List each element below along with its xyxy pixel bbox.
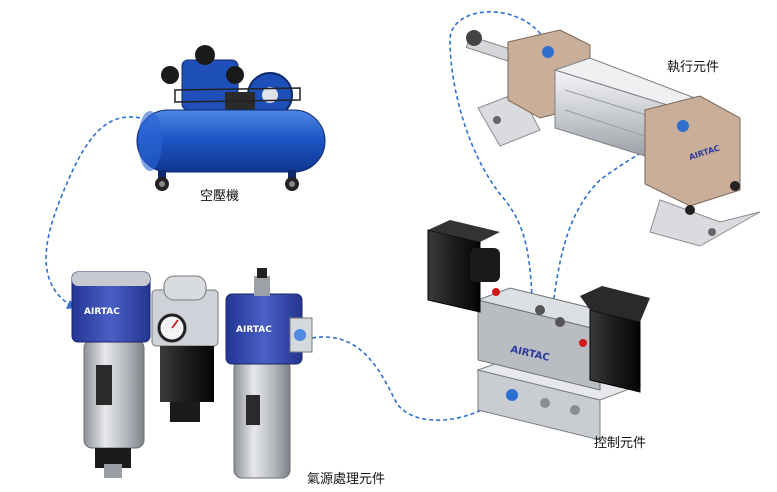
label-compressor: 空壓機 — [200, 189, 239, 204]
pneumatic-cylinder: AIRTAC — [465, 29, 761, 247]
line-frl-to-valve — [311, 336, 506, 421]
frl-brand-left: AIRTAC — [84, 307, 120, 317]
air-compressor — [136, 45, 326, 191]
label-valve: 控制元件 — [594, 436, 646, 451]
line-compressor-to-frl — [45, 116, 141, 306]
frl-brand-right: AIRTAC — [236, 325, 272, 335]
line-valve-to-actuator-a — [449, 11, 546, 301]
solenoid-valve: AIRTAC — [427, 220, 650, 441]
label-actuator: 執行元件 — [667, 59, 719, 75]
frl-unit: AIRTAC AIRTAC — [71, 268, 313, 479]
label-frl: 氣源處理元件 — [307, 472, 385, 487]
